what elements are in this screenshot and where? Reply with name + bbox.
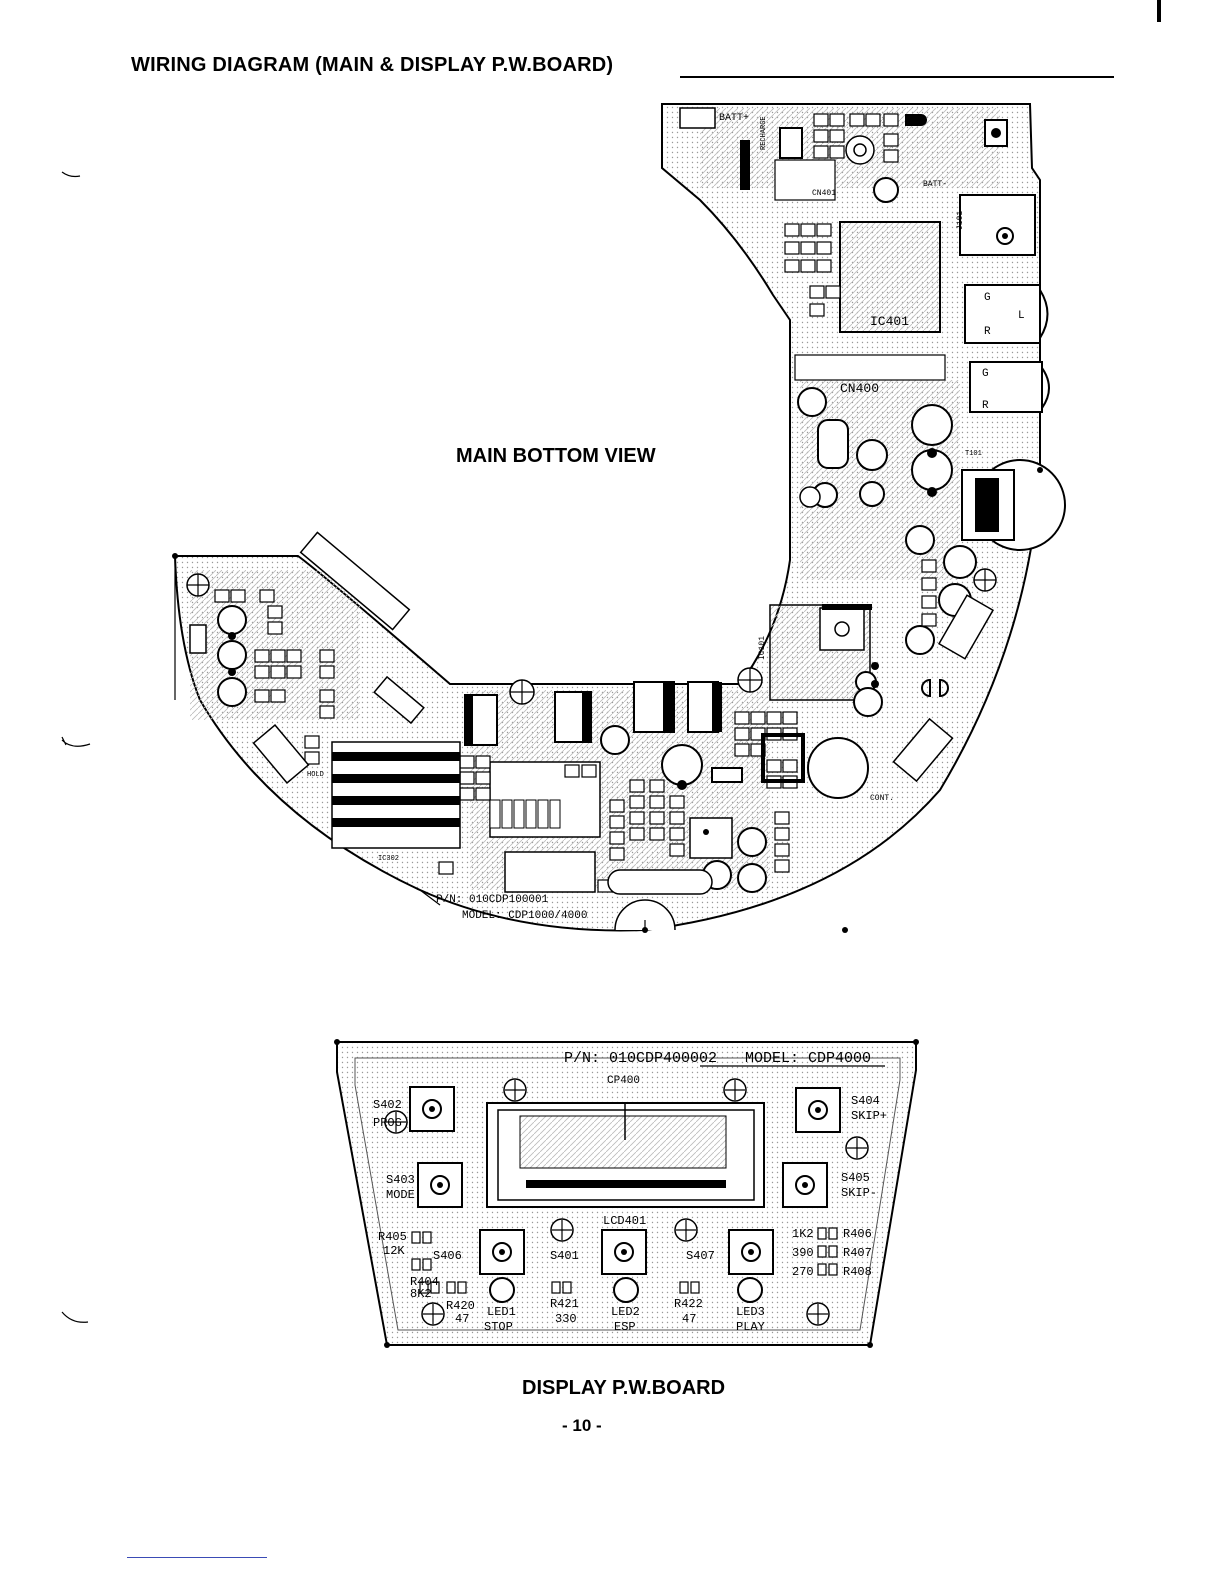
hold-label: HOLD — [307, 771, 324, 779]
s407-label: S407 — [686, 1249, 715, 1263]
r420-label: R420 — [446, 1299, 475, 1313]
title-underline — [680, 76, 1114, 78]
display-board: P/N: 010CDP400002 MODEL: CDP4000 CP400 L… — [334, 1039, 919, 1348]
cont-label: CONT. — [870, 794, 894, 803]
main-view-label: MAIN BOTTOM VIEW — [456, 445, 656, 467]
s404-function: SKIP+ — [851, 1109, 887, 1123]
r406-value: 1K2 — [792, 1227, 814, 1241]
main-model: MODEL: CDP1000/4000 — [462, 910, 587, 922]
r421-label: R421 — [550, 1297, 579, 1311]
bottom-rule — [127, 1557, 267, 1558]
led1-function: STOP — [484, 1320, 513, 1334]
r404-label: R404 — [410, 1275, 439, 1289]
s405-label: S405 — [841, 1171, 870, 1185]
s405-function: SKIP- — [841, 1186, 877, 1200]
cn401-label: CN401 — [812, 189, 836, 198]
s402-label: S402 — [373, 1098, 402, 1112]
recharge-label: RECHARGE — [760, 116, 768, 150]
r405-label: R405 — [378, 1230, 407, 1244]
j501-g-mark: G — [984, 292, 991, 304]
r407-label: R407 — [843, 1246, 872, 1260]
cn400-label: CN400 — [840, 381, 879, 396]
j101-label: J101 — [956, 211, 965, 230]
ic101-label: IC101 — [758, 636, 767, 660]
batt-minus-label: BATT- — [923, 180, 947, 189]
r420-value: 47 — [455, 1312, 469, 1326]
r421-value: 330 — [555, 1312, 577, 1326]
s401-label: S401 — [550, 1249, 579, 1263]
s402-function: PROG — [373, 1116, 402, 1130]
s404-label: S404 — [851, 1094, 880, 1108]
s406-label: S406 — [433, 1249, 462, 1263]
scan-marks — [61, 171, 91, 1323]
batt-plus-label: BATT+ — [719, 113, 749, 124]
led3-label: LED3 — [736, 1305, 765, 1319]
ic401-label: IC401 — [870, 314, 909, 329]
main-part-number: P/N: 010CDP100001 — [436, 894, 549, 906]
r422-value: 47 — [682, 1312, 696, 1326]
page-number: - 10 - — [562, 1416, 602, 1435]
led1-label: LED1 — [487, 1305, 516, 1319]
r404-value: 8K2 — [410, 1287, 432, 1301]
ic302-label: IC302 — [378, 855, 399, 863]
s403-label: S403 — [386, 1173, 415, 1187]
margin-bar — [1157, 0, 1161, 22]
j501-r-mark: R — [984, 326, 991, 338]
r405-value: 12K — [383, 1244, 405, 1258]
r406-label: R406 — [843, 1227, 872, 1241]
page-title: WIRING DIAGRAM (MAIN & DISPLAY P.W.BOARD… — [131, 54, 614, 76]
cp400-label: CP400 — [607, 1075, 640, 1087]
led2-function: ESP — [614, 1320, 636, 1334]
s403-function: MODE — [386, 1188, 415, 1202]
lcd401-label: LCD401 — [603, 1214, 646, 1228]
r408-value: 270 — [792, 1265, 814, 1279]
r422-label: R422 — [674, 1297, 703, 1311]
vr501-label: T101 — [965, 450, 982, 458]
display-part-number: P/N: 010CDP400002 — [564, 1050, 717, 1067]
led3-function: PLAY — [736, 1320, 765, 1334]
j501-l-mark: L — [1018, 310, 1025, 322]
led2-label: LED2 — [611, 1305, 640, 1319]
r408-label: R408 — [843, 1265, 872, 1279]
display-board-caption: DISPLAY P.W.BOARD — [522, 1377, 726, 1399]
r407-value: 390 — [792, 1246, 814, 1260]
display-model: MODEL: CDP4000 — [745, 1050, 871, 1067]
j502-g-mark: G — [982, 368, 989, 380]
main-board: BATT+ BATT- RECHARGE IC401 — [172, 103, 1066, 933]
j502-r-mark: R — [982, 400, 989, 412]
